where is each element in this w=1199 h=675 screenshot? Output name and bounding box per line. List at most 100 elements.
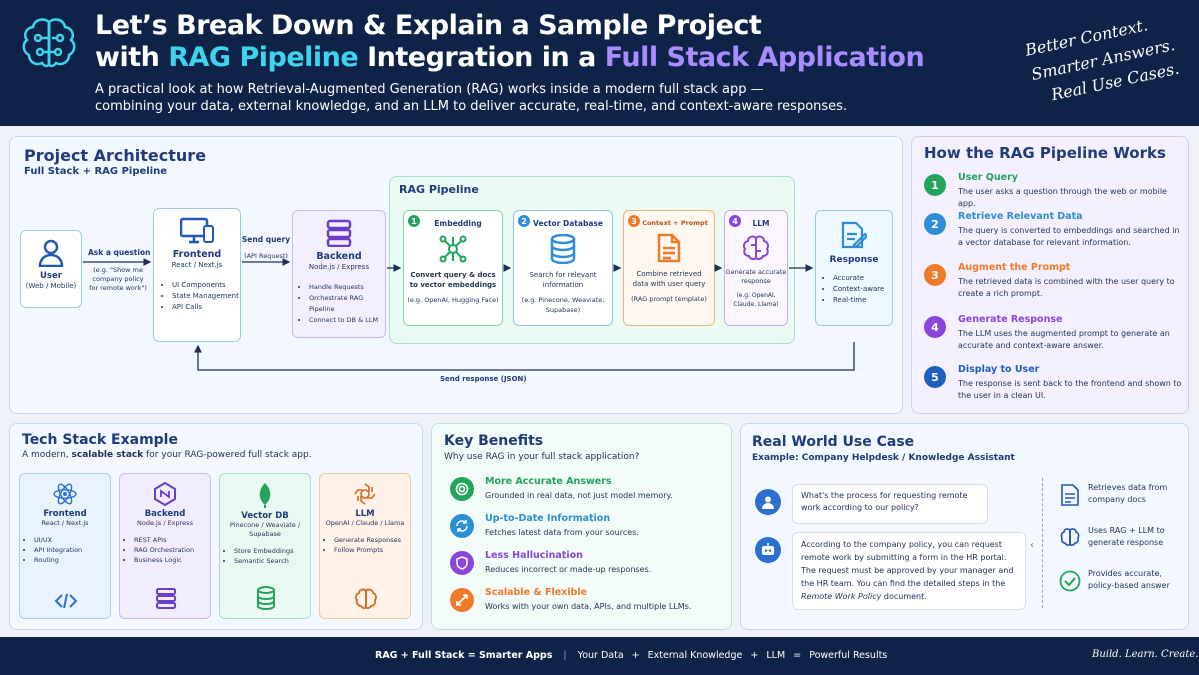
brain-icon <box>320 588 412 610</box>
how-step-title: Augment the Prompt <box>958 262 1071 273</box>
feature-text: Uses RAG + LLM to generate response <box>1088 526 1165 547</box>
step-number-badge: 1 <box>924 174 946 196</box>
backend-sub: Node.js / Express <box>308 263 370 271</box>
nodejs-icon <box>120 482 210 506</box>
assistant-chat-bubble: According to the company policy, you can… <box>792 532 1026 610</box>
step-title: Vector Database <box>533 219 603 228</box>
tech-card-title: Frontend <box>43 509 87 519</box>
tech-subtitle: A modern, scalable stack for your RAG-po… <box>22 450 312 460</box>
benefit-title: Less Hallucination <box>485 550 583 561</box>
list-item: UI/UX <box>34 535 110 545</box>
bot-avatar-icon <box>755 537 781 563</box>
benefit-item: Up-to-Date Information Fetches latest da… <box>450 513 725 543</box>
list-item: UI Components <box>172 280 240 291</box>
step-number-badge: 3 <box>924 264 946 286</box>
step-desc: Convert query & docs to vector embedding… <box>409 271 497 289</box>
user-node: User (Web / Mobile) <box>20 230 82 308</box>
ask-question-label: Ask a question <box>88 248 151 257</box>
user-icon <box>21 239 81 267</box>
frontend-sub: React / Next.js <box>171 261 223 269</box>
list-item: Handle Requests <box>309 282 385 293</box>
list-item: REST APIs <box>134 535 210 545</box>
backend-node: Backend Node.js / Express Handle Request… <box>292 210 386 338</box>
benefit-desc: Fetches latest data from your sources. <box>485 528 639 537</box>
monitor-icon <box>154 217 240 245</box>
backend-title: Backend <box>316 251 362 262</box>
benefit-item: Less Hallucination Reduces incorrect or … <box>450 550 725 580</box>
step-example: (e.g. OpenAI, Hugging Face) <box>407 296 499 304</box>
list-item: Store Embeddings <box>234 546 310 556</box>
user-avatar-icon <box>755 489 781 515</box>
send-query-label: Send query <box>241 235 291 244</box>
frontend-node: Frontend React / Next.js UI Components S… <box>153 208 241 342</box>
list-item: Connect to DB & LLM <box>309 315 385 326</box>
footer-bar <box>0 637 1199 675</box>
tech-card-title: Backend <box>144 509 186 519</box>
tech-card-list: Store EmbeddingsSemantic Search <box>234 546 310 566</box>
benefits-panel <box>431 423 732 630</box>
page-title-line1: Let’s Break Down & Explain a Sample Proj… <box>95 10 762 41</box>
rag-pipeline-title: RAG Pipeline <box>399 183 479 196</box>
step-example: (RAG prompt template) <box>631 295 707 303</box>
list-item: API Integration <box>34 545 110 555</box>
step-number: 2 <box>518 215 530 227</box>
tech-card-frontend: Frontend React / Next.js UI/UXAPI Integr… <box>19 473 111 619</box>
usecase-feature: Uses RAG + LLM to generate response <box>1058 524 1183 554</box>
step-number: 4 <box>729 215 741 227</box>
usecase-feature: Provides accurate, policy-based answer <box>1058 567 1183 597</box>
how-step-title: Display to User <box>958 364 1040 375</box>
how-step-title: Generate Response <box>958 314 1063 325</box>
tech-card-list: Generate ResponsesFollow Prompts <box>334 535 410 555</box>
benefit-item: Scalable & Flexible Works with your own … <box>450 587 725 617</box>
response-title: Response <box>829 255 879 265</box>
user-sub: (Web / Mobile) <box>25 282 77 290</box>
footer-signature: Build. Learn. Create. <box>1092 649 1199 660</box>
benefit-title: Scalable & Flexible <box>485 587 588 598</box>
brain-icon <box>725 234 787 262</box>
how-step-desc: The retrieved data is combined with the … <box>958 277 1175 298</box>
step-title: Context + Prompt <box>642 219 708 227</box>
benefits-title: Key Benefits <box>444 433 544 449</box>
pipeline-step-vector-db: 2 Vector Database Search for relevant in… <box>513 210 613 326</box>
tech-card-sub: Node.js / Express <box>137 519 193 527</box>
send-query-sub: (API Request) <box>244 252 288 260</box>
user-label: User <box>40 271 62 281</box>
list-item: Business Logic <box>134 555 210 565</box>
list-item: Routing <box>34 555 110 565</box>
architecture-subtitle: Full Stack + RAG Pipeline <box>24 166 168 177</box>
pipeline-step-llm: 4 LLM Generate accurate response (e.g. O… <box>724 210 788 326</box>
tech-card-list: REST APIsRAG OrchestrationBusiness Logic <box>134 535 210 565</box>
list-item: Real-time <box>833 295 892 306</box>
checkmark-icon <box>1058 569 1082 593</box>
response-document-icon <box>816 221 892 249</box>
how-step-desc: The user asks a question through the web… <box>958 187 1167 208</box>
step-title: LLM <box>752 219 770 228</box>
target-icon <box>450 477 474 501</box>
list-item: Semantic Search <box>234 556 310 566</box>
step-desc: Generate accurate response <box>725 268 787 285</box>
step-number: 3 <box>628 215 640 227</box>
pipeline-step-context-prompt: 3 Context + Prompt Combine retrieved dat… <box>623 210 715 326</box>
tech-card-title: Vector DB <box>241 511 289 521</box>
step-desc: Search for relevant information <box>529 271 597 289</box>
tech-card-title: LLM <box>355 509 375 519</box>
step-example: (e.g. OpenAI, Claude, Llama) <box>733 292 779 308</box>
database-icon <box>514 234 612 264</box>
benefit-desc: Reduces incorrect or made-up responses. <box>485 565 652 574</box>
step-example: (e.g. Pinecone, Weaviate, Supabase) <box>521 296 605 314</box>
list-item: Follow Prompts <box>334 545 410 555</box>
usecase-feature: Retrieves data from company docs <box>1058 481 1183 511</box>
usecase-title: Real World Use Case <box>752 434 915 450</box>
expand-icon <box>450 588 474 612</box>
benefit-desc: Grounded in real data, not just model me… <box>485 491 673 500</box>
network-icon <box>404 234 502 264</box>
step-number-badge: 4 <box>924 316 946 338</box>
arrow-icon: ‹ <box>1030 540 1034 551</box>
server-icon <box>293 219 385 247</box>
how-it-works-panel <box>911 136 1189 414</box>
code-icon <box>20 592 112 610</box>
architecture-title: Project Architecture <box>24 146 207 165</box>
step-desc: Combine retrieved data with user query <box>632 270 706 288</box>
header-banner <box>0 0 1199 126</box>
